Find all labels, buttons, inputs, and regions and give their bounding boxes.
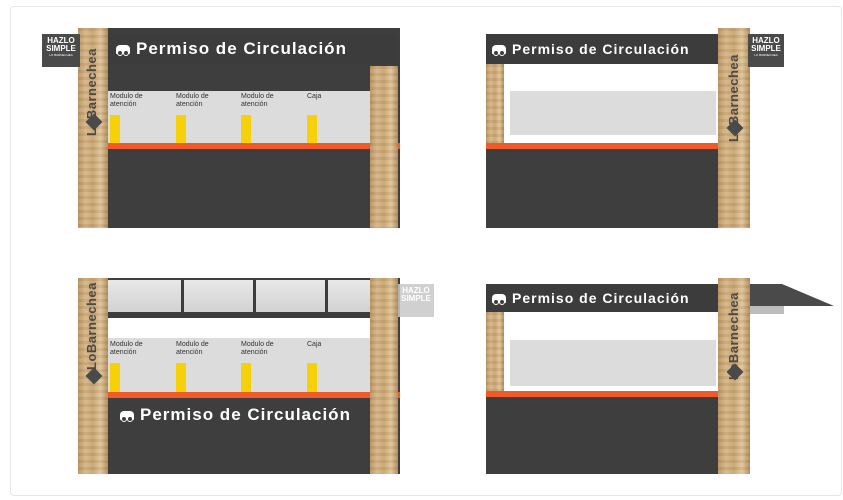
hazlo-line2: SIMPLE	[751, 44, 781, 53]
counter-panel	[108, 338, 370, 392]
wood-post-right	[718, 278, 750, 474]
car-icon	[492, 44, 506, 56]
counter-label-1: Modulo de atención	[110, 341, 143, 356]
counter-ledge	[100, 392, 400, 398]
counter-ledge	[486, 143, 718, 149]
counter-label-3: Modulo de atención	[241, 341, 274, 356]
banner-label: Permiso de Circulación	[140, 405, 351, 424]
yellow-marker	[176, 115, 186, 143]
awning-divider	[325, 280, 328, 316]
banner-label: Permiso de Circulación	[136, 39, 347, 58]
counter-panel	[108, 91, 370, 143]
hazlo-simple-sign: HAZLO SIMPLE LO BARNECHEA	[42, 34, 80, 67]
counter-ledge	[100, 143, 400, 149]
banner-label: Permiso de Circulación	[512, 41, 690, 57]
hazlo-line1: HAZLO	[47, 36, 75, 45]
car-icon	[116, 44, 130, 56]
yellow-marker	[110, 115, 120, 143]
banner-label: Permiso de Circulación	[512, 290, 690, 306]
wood-post-right	[370, 278, 398, 474]
yellow-marker	[110, 363, 120, 392]
wood-post-small	[486, 64, 504, 144]
booth-banner: Permiso de Circulación	[486, 34, 718, 64]
hazlo-simple-sign: HAZLO SIMPLE LO BARNECHEA	[748, 34, 784, 67]
hazlo-line1: HAZLO	[402, 286, 430, 295]
hazlo-line1: HAZLO	[752, 36, 780, 45]
counter-label-4: Caja	[307, 93, 322, 100]
booth-banner: Permiso de Circulación	[486, 284, 718, 312]
yellow-marker	[307, 115, 317, 143]
awning-divider	[253, 280, 256, 316]
counter-label-4: Caja	[307, 341, 322, 348]
counter-ledge	[486, 391, 718, 397]
hazlo-sub: LO BARNECHEA	[754, 53, 778, 57]
counter-label-3: Modulo de atención	[241, 93, 274, 108]
hazlo-simple-sign: HAZLO SIMPLE	[398, 284, 434, 317]
yellow-marker	[176, 363, 186, 392]
counter-panel	[510, 91, 716, 135]
hazlo-line2: SIMPLE	[401, 294, 431, 303]
brand-logo: LoBarnechea	[84, 282, 99, 370]
booth-banner: Permiso de Circulación	[108, 34, 396, 64]
hazlo-sub: LO BARNECHEA	[49, 53, 73, 57]
side-flag-sign	[750, 284, 834, 314]
wood-post-small	[486, 312, 504, 392]
counter-label-2: Modulo de atención	[176, 93, 209, 108]
yellow-marker	[241, 363, 251, 392]
counter-panel	[510, 340, 716, 386]
yellow-marker	[307, 363, 317, 392]
counter-label-1: Modulo de atención	[110, 93, 143, 108]
car-icon	[492, 293, 506, 305]
counter-label-2: Modulo de atención	[176, 341, 209, 356]
yellow-marker	[241, 115, 251, 143]
booth-banner: Permiso de Circulación	[110, 400, 398, 430]
car-icon	[120, 410, 134, 422]
awning-divider	[181, 280, 184, 316]
hazlo-line2: SIMPLE	[46, 44, 76, 53]
wood-post-right	[370, 66, 398, 228]
